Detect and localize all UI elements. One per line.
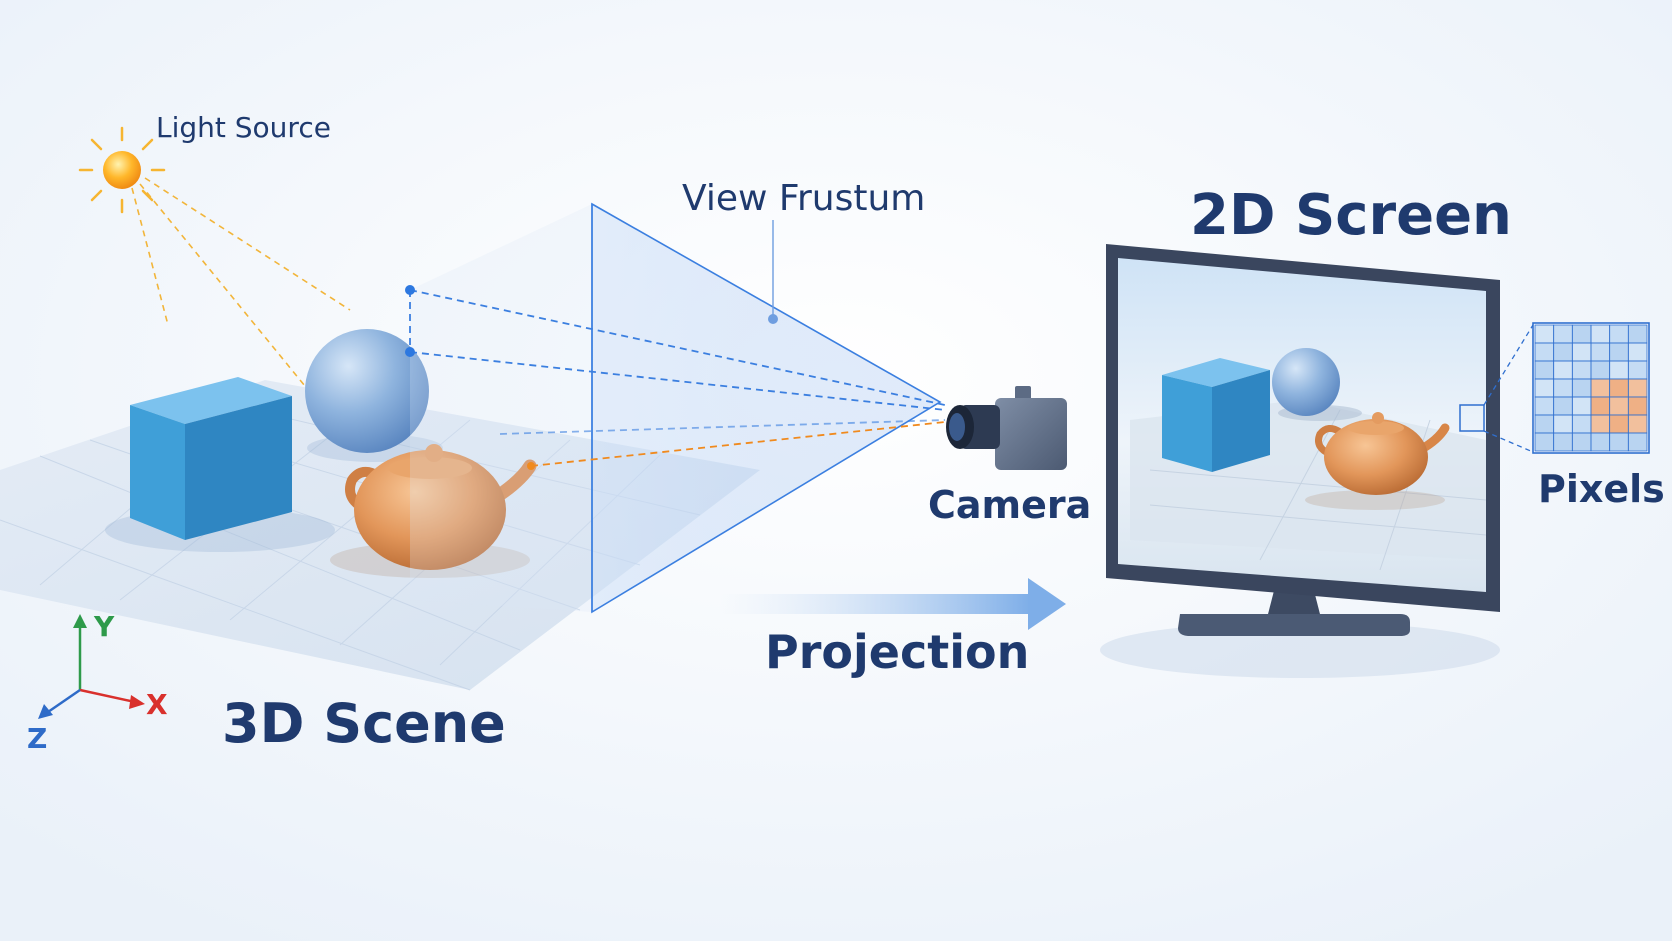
- axis-x-label: X: [146, 688, 168, 721]
- cube-icon: [105, 377, 335, 552]
- pixel-cell: [1609, 414, 1629, 434]
- screen-title: 2D Screen: [1190, 183, 1512, 248]
- axis-y-label: Y: [93, 610, 115, 643]
- view-frustum: [405, 202, 946, 614]
- pixel-cell: [1553, 396, 1573, 416]
- pixel-cell: [1571, 378, 1592, 398]
- projection-label: Projection: [765, 625, 1029, 679]
- pixel-cell: [1590, 360, 1611, 380]
- pixel-cell: [1553, 360, 1573, 380]
- pixel-cell: [1627, 414, 1648, 434]
- camera-label: Camera: [928, 483, 1091, 527]
- view-frustum-label: View Frustum: [682, 178, 925, 219]
- pixel-cell: [1590, 414, 1611, 434]
- pixel-cell: [1627, 342, 1648, 362]
- pixel-cell: [1571, 396, 1592, 416]
- pixel-cell: [1590, 396, 1611, 416]
- pixel-cell: [1571, 324, 1592, 344]
- pixel-cell: [1609, 360, 1629, 380]
- pixel-cell: [1534, 432, 1555, 452]
- pixel-cell: [1627, 396, 1648, 416]
- pixel-cell: [1609, 342, 1629, 362]
- pixel-cell: [1553, 324, 1573, 344]
- screen-cube: [1162, 358, 1270, 472]
- screen-teapot: [1305, 412, 1450, 510]
- pixel-cell: [1571, 414, 1592, 434]
- axes-icon: [38, 614, 145, 719]
- pixel-cell: [1627, 378, 1648, 398]
- pixel-cell: [1534, 342, 1555, 362]
- pixel-cell: [1590, 342, 1611, 362]
- pixel-cell: [1609, 432, 1629, 452]
- pixel-cell: [1590, 432, 1611, 452]
- pixel-cell: [1590, 378, 1611, 398]
- pixel-cell: [1609, 396, 1629, 416]
- screen-scene: [1130, 348, 1487, 571]
- pixel-cell: [1609, 324, 1629, 344]
- pixel-cell: [1534, 324, 1555, 344]
- axis-z-label: Z: [27, 722, 47, 755]
- pixel-cell: [1534, 360, 1555, 380]
- pixel-grid-icon: [1459, 322, 1650, 454]
- camera-icon: [946, 386, 1067, 470]
- pixel-cell: [1553, 432, 1573, 452]
- pixel-cell: [1534, 378, 1555, 398]
- light-rays: [131, 177, 351, 403]
- pixel-cell: [1627, 432, 1648, 452]
- scene-title: 3D Scene: [222, 692, 506, 755]
- pixel-cell: [1571, 342, 1592, 362]
- pixels-label: Pixels: [1538, 467, 1665, 511]
- pixel-cell: [1534, 396, 1555, 416]
- pixel-cell: [1571, 432, 1592, 452]
- pixel-cell: [1590, 324, 1611, 344]
- arrow-right-icon: [720, 578, 1066, 630]
- pixel-cell: [1553, 414, 1573, 434]
- pixel-cell: [1609, 378, 1629, 398]
- pixel-cell: [1553, 378, 1573, 398]
- pixel-cell: [1627, 324, 1648, 344]
- pixel-cell: [1627, 360, 1648, 380]
- pixel-cell: [1553, 342, 1573, 362]
- sun-icon: [78, 126, 166, 214]
- pixel-cell: [1534, 414, 1555, 434]
- light-source-label: Light Source: [156, 111, 331, 144]
- pixel-cell: [1571, 360, 1592, 380]
